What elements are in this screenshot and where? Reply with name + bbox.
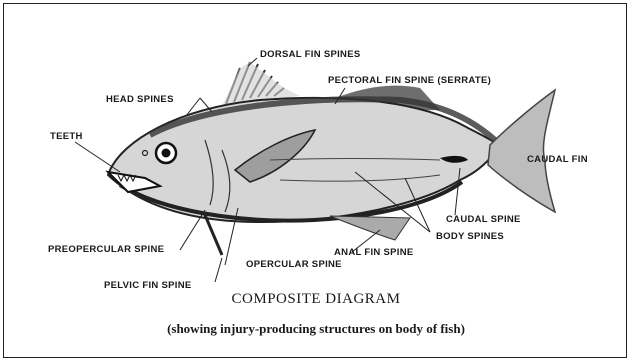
label-teeth: TEETH bbox=[50, 131, 83, 142]
label-anal-fin-spine: ANAL FIN SPINE bbox=[334, 247, 414, 258]
pelvic-fin bbox=[205, 215, 222, 255]
label-pelvic-fin-spine: PELVIC FIN SPINE bbox=[104, 280, 192, 291]
label-preopercular-spine: PREOPERCULAR SPINE bbox=[48, 244, 164, 255]
diagram-title: COMPOSITE DIAGRAM bbox=[0, 291, 632, 308]
diagram-subtitle: (showing injury-producing structures on … bbox=[0, 321, 632, 337]
label-caudal-spine: CAUDAL SPINE bbox=[446, 214, 521, 225]
label-body-spines: BODY SPINES bbox=[436, 231, 504, 242]
label-caudal-fin: CAUDAL FIN bbox=[527, 154, 588, 165]
label-head-spines: HEAD SPINES bbox=[106, 94, 174, 105]
label-dorsal-fin-spines: DORSAL FIN SPINES bbox=[260, 49, 360, 60]
anal-fin bbox=[330, 216, 410, 240]
label-opercular-spine: OPERCULAR SPINE bbox=[246, 259, 342, 270]
caudal-fin-shape bbox=[488, 90, 555, 212]
label-pectoral-fin-spine: PECTORAL FIN SPINE (SERRATE) bbox=[328, 75, 491, 86]
